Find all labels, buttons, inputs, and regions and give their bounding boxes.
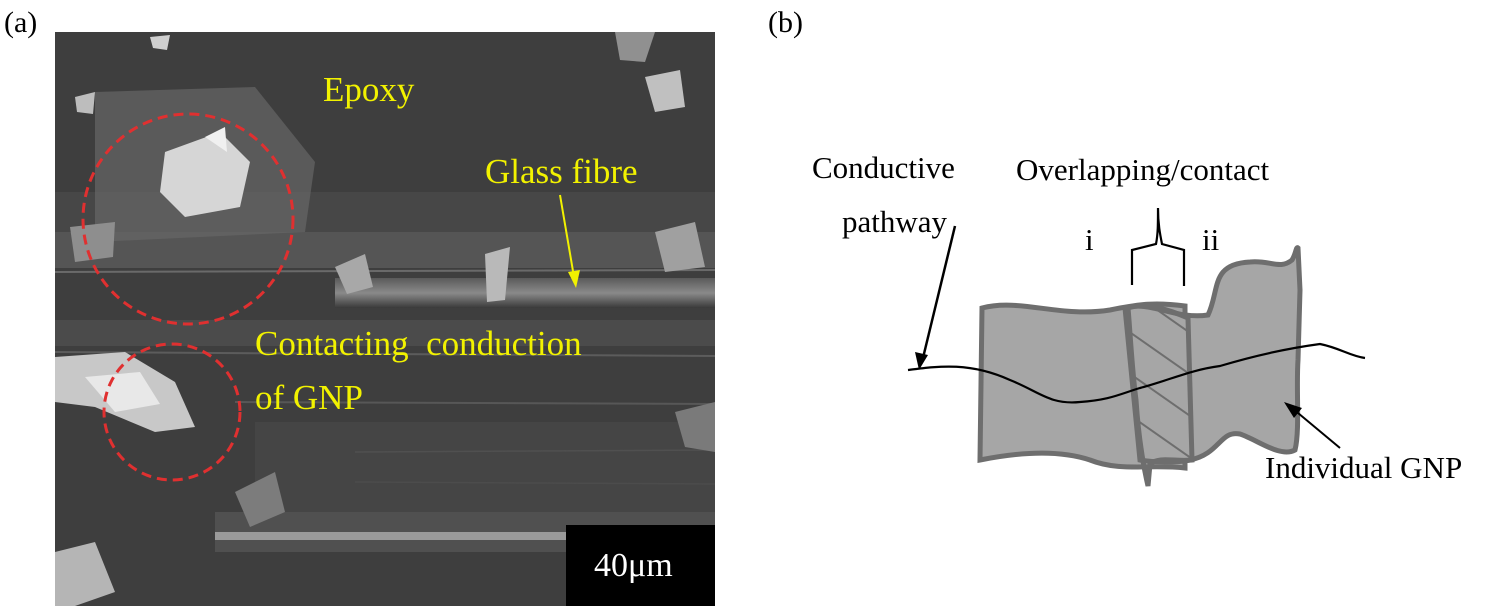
glass-fibre-label: Glass fibre	[485, 152, 638, 191]
overlap-bracket	[1130, 207, 1186, 286]
gnp-flake	[485, 247, 510, 302]
sem-micrograph: Epoxy Glass fibre Contacting conduction …	[55, 32, 715, 606]
glass-fibre	[335, 278, 715, 308]
scale-bar-label: 40μm	[594, 547, 673, 584]
individual-gnp-arrow	[1291, 407, 1341, 449]
conductive-label: Conductive	[812, 150, 955, 185]
overlapping-contact-label: Overlapping/contact	[1016, 152, 1270, 187]
gnp-circle-upper	[81, 112, 295, 326]
gnp-flake	[160, 132, 250, 217]
overlap-region	[1125, 303, 1195, 487]
region-ii-label: ii	[1202, 222, 1220, 257]
region-i-label: i	[1085, 222, 1094, 257]
pathway-arrow	[920, 225, 957, 363]
individual-gnp-label: Individual GNP	[1265, 450, 1463, 485]
gnp-flake	[645, 70, 685, 112]
glass-fibre-arrow	[559, 194, 575, 278]
epoxy-label: Epoxy	[323, 70, 415, 109]
fibre-edge	[215, 532, 575, 540]
gnp-circle-lower	[102, 342, 242, 482]
conductive-pathway-line	[907, 342, 1366, 404]
fibre-band	[55, 320, 715, 346]
schematic-drawing	[907, 207, 1366, 487]
panel-b-label: (b)	[768, 6, 803, 39]
scale-bar: 40μm	[566, 525, 715, 606]
sem-texture	[55, 32, 715, 606]
panel-a-label: (a)	[4, 6, 38, 39]
fibre-band	[255, 422, 715, 512]
pathway-label: pathway	[842, 204, 948, 239]
of-gnp-label: of GNP	[255, 378, 363, 417]
schematic: Conductive pathway Overlapping/contact i…	[780, 130, 1500, 600]
contacting-conduction-label: Contacting conduction	[255, 324, 582, 363]
